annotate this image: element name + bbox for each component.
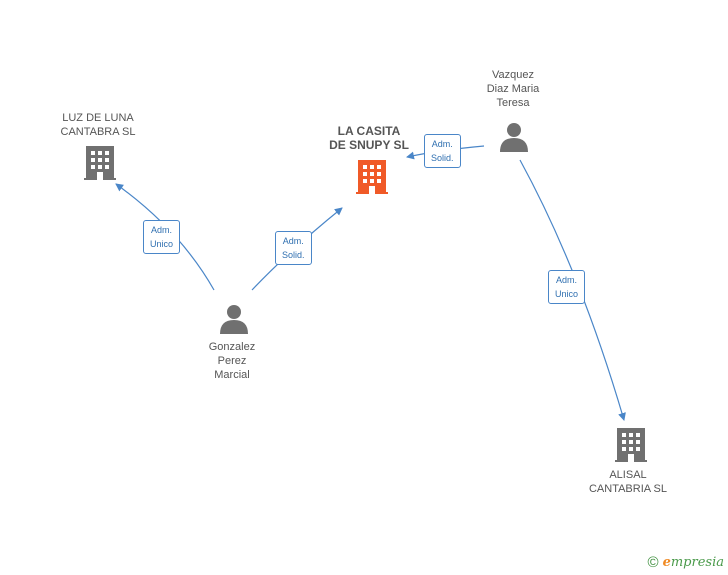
person-icon[interactable] <box>220 305 248 334</box>
node-label-gonzalez[interactable]: Gonzalez Perez Marcial <box>208 341 256 381</box>
node-label-alisal[interactable]: ALISAL CANTABRIA SL <box>588 469 668 495</box>
edge-label-vazquez-alisal: Adm. Unico <box>548 270 586 304</box>
building-icon[interactable] <box>356 160 388 194</box>
building-icon[interactable] <box>84 146 116 180</box>
person-icon[interactable] <box>500 123 528 152</box>
edge-label-gonzalez-luz: Adm. Unico <box>143 220 181 254</box>
copyright-symbol: © <box>647 554 659 571</box>
building-icon[interactable] <box>615 428 647 462</box>
footer-brand[interactable]: © empresia <box>648 554 724 571</box>
node-label-luz-de-luna[interactable]: LUZ DE LUNA CANTABRA SL <box>60 112 136 138</box>
node-label-vazquez[interactable]: Vazquez Diaz Maria Teresa <box>486 69 540 109</box>
edge-label-vazquez-casita: Adm. Solid. <box>424 134 461 168</box>
empresia-logo: empresia <box>662 555 724 570</box>
edge-label-gonzalez-casita: Adm. Solid. <box>275 231 312 265</box>
node-label-la-casita[interactable]: LA CASITA DE SNUPY SL <box>329 124 409 152</box>
